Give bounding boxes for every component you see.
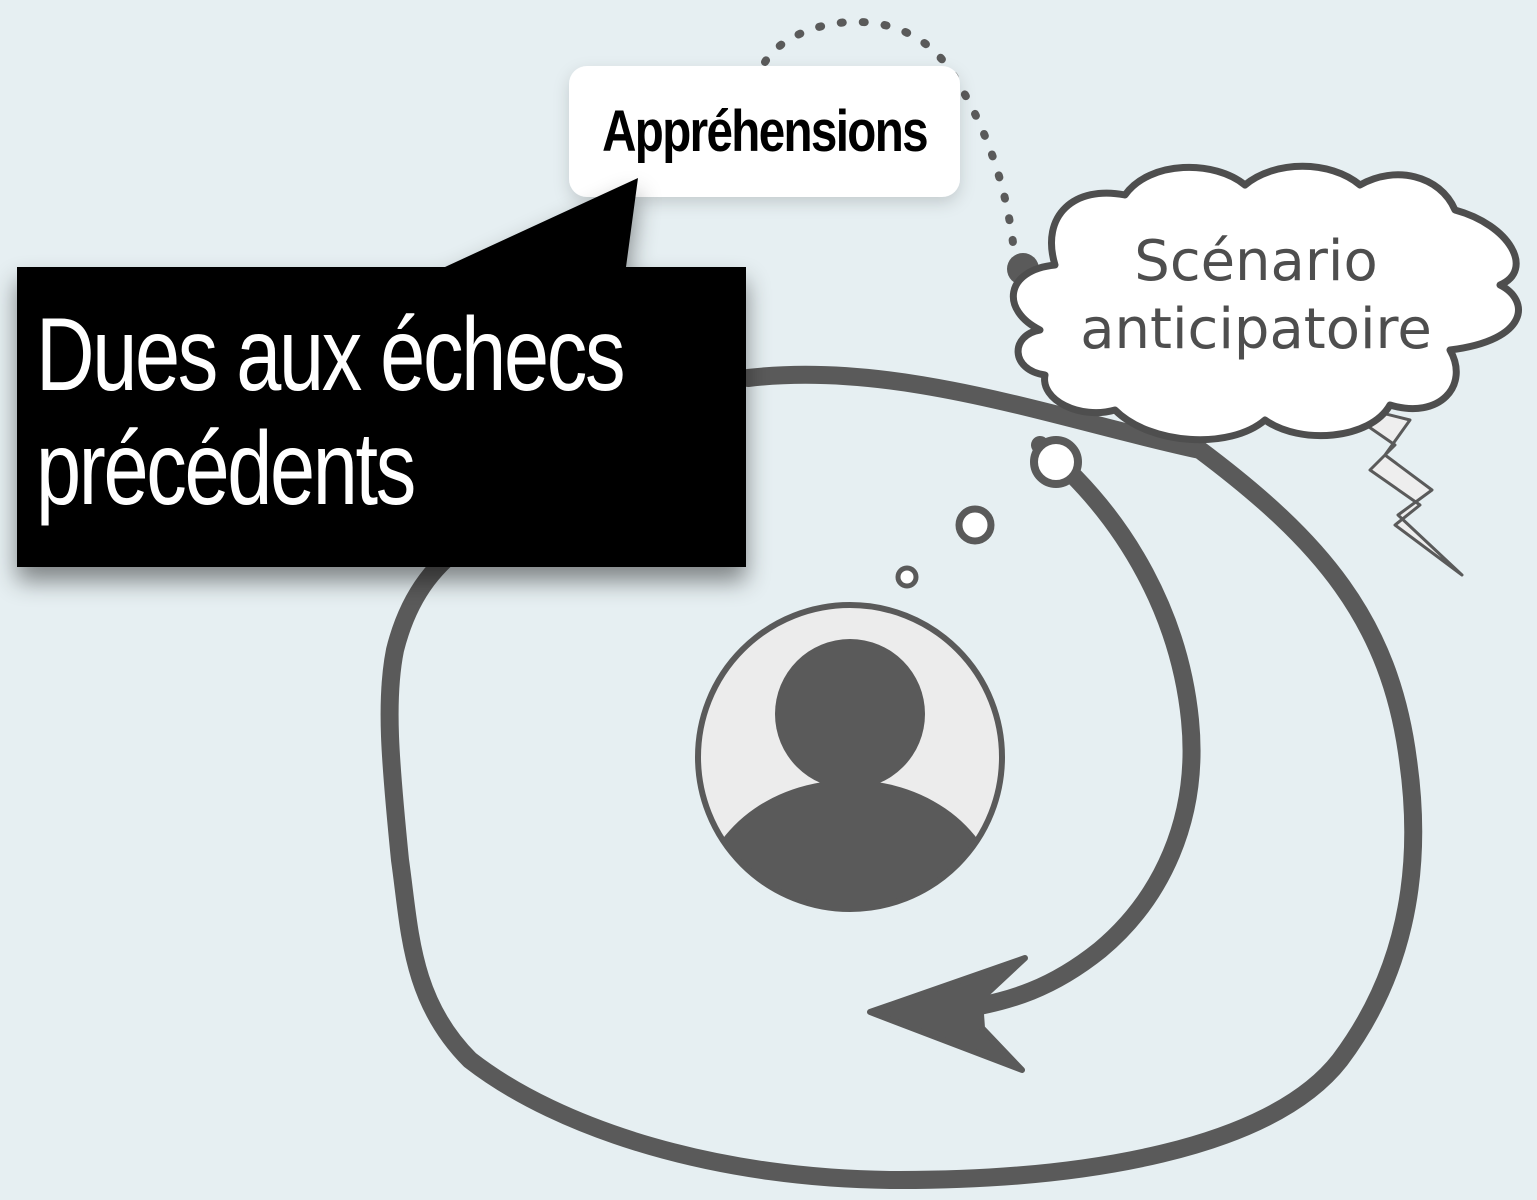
person-avatar-icon [695,602,1005,912]
outer-loop-path [380,365,1423,1190]
cloud-line-2: anticipatoire [1080,297,1432,362]
arrowhead-icon [867,955,1028,1073]
cloud-text: Scénario anticipatoire [1056,228,1456,364]
cloud-line-1: Scénario [1134,229,1378,294]
label-box [569,66,960,197]
lightning-bolt-icon [1328,398,1464,577]
thought-dot-medium [955,505,995,545]
inner-loop-path [961,436,1201,1017]
callout-line-2: précédents [36,411,416,527]
cloud-shape [1009,162,1522,444]
callout-text: Dues aux échecs précédents [36,297,626,527]
thought-dot-large [1030,436,1082,488]
dotted-connector [761,18,1019,266]
callout-line-1: Dues aux échecs [36,297,626,413]
callout-box [17,178,746,567]
thought-dot-small [895,565,919,589]
label-apprehensions: Appréhensions [602,99,929,164]
